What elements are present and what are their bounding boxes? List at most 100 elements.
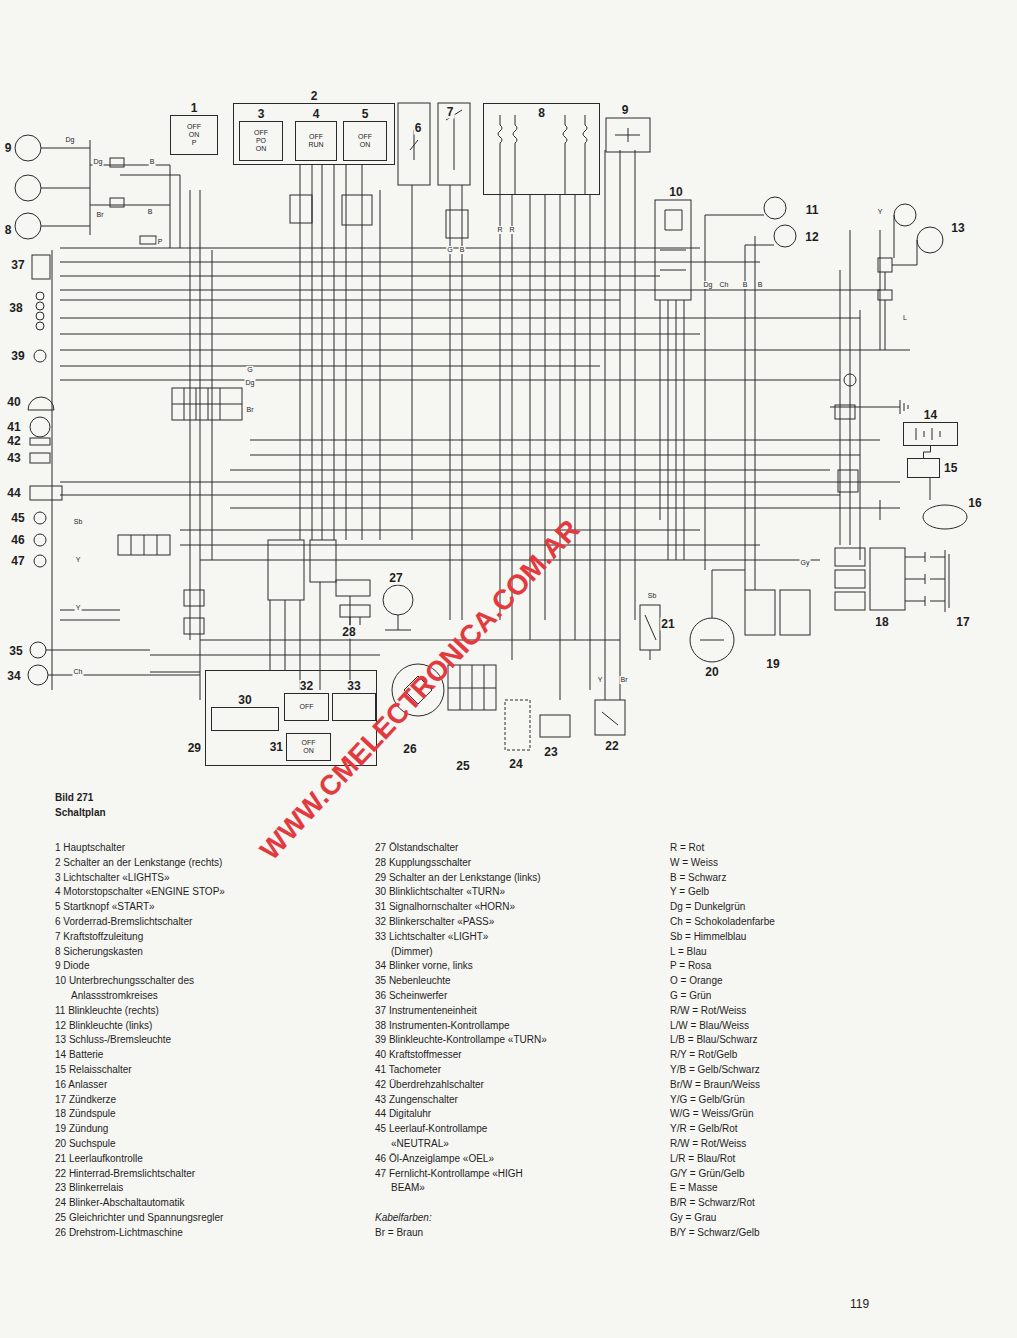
legend-entry: 44 Digitaluhr <box>375 1107 431 1122</box>
switch-box: 1OFFONP <box>170 115 218 155</box>
callout-number: 8 <box>537 107 546 120</box>
wire-color-tag: G <box>246 366 253 374</box>
callout-number: 5 <box>361 108 370 121</box>
wire-color-tag: G <box>446 246 453 254</box>
legend-entry: 28 Kupplungsschalter <box>375 856 471 871</box>
color-code: O = Orange <box>670 974 723 989</box>
legend-entry: 8 Sicherungskasten <box>55 945 143 960</box>
color-code: E = Masse <box>670 1181 718 1196</box>
color-code: Ch = Schokoladenfarbe <box>670 915 775 930</box>
callout-number: 26 <box>402 743 417 756</box>
wire-color-tag: Sb <box>647 592 658 600</box>
switch-position: ON <box>187 131 201 139</box>
switch-box: 4OFFRUN <box>295 121 337 161</box>
callout-number: 18 <box>874 616 889 629</box>
legend-entry: 11 Blinkleuchte (rechts) <box>55 1004 159 1019</box>
callout-number: 2 <box>310 90 319 103</box>
callout-number: 12 <box>804 231 819 244</box>
callout-number: 4 <box>312 108 321 121</box>
legend-entry: 22 Hinterrad-Bremslichtschalter <box>55 1167 195 1182</box>
switch-box: 32OFF <box>284 693 329 721</box>
switch-position: PO <box>254 137 268 145</box>
color-code: B = Schwarz <box>670 871 726 886</box>
callout-number: 3 <box>257 108 266 121</box>
legend-entry: 3 Lichtschalter «LIGHTS» <box>55 871 170 886</box>
callout-number: 10 <box>668 186 683 199</box>
wire-color-tag: Sb <box>73 518 84 526</box>
callout-number: 22 <box>604 740 619 753</box>
callout-number: 9 <box>621 104 630 117</box>
callout-number: 29 <box>187 742 202 755</box>
color-code: B/Y = Schwarz/Gelb <box>670 1226 760 1241</box>
legend-entry: 20 Suchspule <box>55 1137 116 1152</box>
wire-color-tag: Dg <box>703 281 714 289</box>
switch-position: OFF <box>308 133 323 141</box>
color-code: Gy = Grau <box>670 1211 716 1226</box>
switch-positions: OFFONP <box>187 123 201 147</box>
wire-color-tag: Gy <box>800 559 811 567</box>
figure-caption: Bild 271 <box>55 791 93 804</box>
color-code: Sb = Himmelblau <box>670 930 746 945</box>
switch-position: ON <box>302 747 316 755</box>
switch-position: OFF <box>302 739 316 747</box>
callout-number: 42 <box>6 435 21 448</box>
color-code: Br = Braun <box>375 1226 423 1241</box>
color-code: R/W = Rot/Weiss <box>670 1137 746 1152</box>
legend-entry: 45 Leerlauf-Kontrollampe «NEUTRAL» <box>375 1122 530 1152</box>
wire-connector <box>924 446 931 458</box>
color-code: G = Grün <box>670 989 711 1004</box>
switch-position: OFF <box>358 133 372 141</box>
legend-entry: 42 Überdrehzahlschalter <box>375 1078 484 1093</box>
legend-entry: 2 Schalter an der Lenkstange (rechts) <box>55 856 222 871</box>
callout-number: 30 <box>237 694 252 707</box>
figure-caption: Schaltplan <box>55 806 106 819</box>
color-code: Y/B = Gelb/Schwarz <box>670 1063 760 1078</box>
wire-color-tag: B <box>459 246 466 254</box>
callout-number: 8 <box>4 224 13 237</box>
legend-entry: 33 Lichtschalter «LIGHT» (Dimmer) <box>375 930 525 960</box>
switch-box: 30 <box>211 707 279 731</box>
callout-number: 40 <box>6 396 21 409</box>
legend-entry: 43 Zungenschalter <box>375 1093 458 1108</box>
color-code: L/B = Blau/Schwarz <box>670 1033 758 1048</box>
legend-entry: 34 Blinker vorne, links <box>375 959 473 974</box>
switch-positions: OFF <box>300 703 314 711</box>
callout-number: 44 <box>6 487 21 500</box>
callout-number: 27 <box>388 572 403 585</box>
switch-positions: OFFON <box>358 133 372 149</box>
switch-position: ON <box>358 141 372 149</box>
callout-number: 17 <box>955 616 970 629</box>
legend-entry: 36 Scheinwerfer <box>375 989 447 1004</box>
switch-position: OFF <box>254 129 268 137</box>
callout-number: 33 <box>346 680 361 693</box>
callout-number: 1 <box>190 102 199 115</box>
legend-entry: 32 Blinkerschalter «PASS» <box>375 915 494 930</box>
callout-number: 16 <box>967 497 982 510</box>
wire-color-tag: B <box>757 281 764 289</box>
wire-color-tag: P <box>157 238 164 246</box>
callout-number: 43 <box>6 452 21 465</box>
callout-number: 7 <box>446 106 455 119</box>
legend-entry: 9 Diode <box>55 959 89 974</box>
page-number: 119 <box>850 1297 869 1311</box>
legend-entry: 26 Drehstrom-Lichtmaschine <box>55 1226 183 1241</box>
color-code: Y/G = Gelb/Grün <box>670 1093 745 1108</box>
switch-position: OFF <box>300 703 314 711</box>
callout-number: 37 <box>10 259 25 272</box>
switch-box: 31OFFON <box>286 733 331 761</box>
switch-box: 3OFFPOON <box>239 121 283 161</box>
switch-position: P <box>187 139 201 147</box>
wire-color-tag: Dg <box>65 136 76 144</box>
legend-entry: 46 Öl-Anzeiglampe «OEL» <box>375 1152 494 1167</box>
color-code: Y = Gelb <box>670 885 709 900</box>
callout-number: 11 <box>805 204 820 217</box>
wire-color-tag: L <box>902 314 908 322</box>
callout-number: 6 <box>414 122 423 135</box>
switch-position: RUN <box>308 141 323 149</box>
callout-number: 14 <box>923 409 938 422</box>
wire-color-tag: Br <box>620 676 629 684</box>
callout-number: 24 <box>508 758 523 771</box>
legend-entry: 15 Relaisschalter <box>55 1063 132 1078</box>
